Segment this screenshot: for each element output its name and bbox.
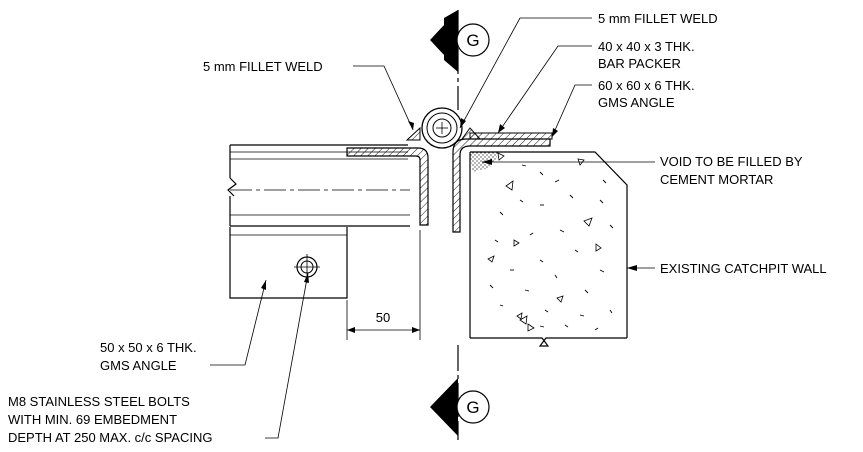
label-void-1: VOID TO BE FILLED BY [660,154,803,169]
section-marker-bottom-label: G [466,398,479,417]
label-bar-packer-1: 40 x 40 x 3 THK. [598,39,695,54]
dimension-50: 50 [346,230,421,340]
bar-packer [469,132,553,140]
label-bolts-1: M8 STAINLESS STEEL BOLTS [8,394,190,409]
angle-left [346,126,429,226]
label-bolts-3: DEPTH AT 250 MAX. c/c SPACING [8,430,212,445]
section-marker-top-label: G [466,31,479,50]
section-marker-bottom: G [430,345,490,440]
label-gms-angle-top-2: GMS ANGLE [598,95,675,110]
dimension-value: 50 [376,310,390,325]
label-catchpit-wall: EXISTING CATCHPIT WALL [660,261,827,276]
label-bar-packer-2: BAR PACKER [598,56,681,71]
angle-right [452,127,551,233]
label-bolts-2: WITH MIN. 69 EMBEDMENT [8,412,177,427]
annotations: 5 mm FILLET WELD 5 mm FILLET WELD 40 x 4… [8,11,827,445]
section-marker-top: G [430,10,490,110]
label-gms-angle-top-1: 60 x 60 x 6 THK. [598,78,695,93]
catchpit-wall [469,151,628,347]
pipe-section [421,107,463,149]
label-gms-angle-bottom-1: 50 x 50 x 6 THK. [100,340,197,355]
label-void-2: CEMENT MORTAR [660,172,773,187]
angle-bottom [229,227,348,299]
label-fillet-weld-right: 5 mm FILLET WELD [598,11,718,26]
label-fillet-weld-left: 5 mm FILLET WELD [203,59,323,74]
leaders [210,17,655,439]
grating-beam [227,144,410,227]
label-gms-angle-bottom-2: GMS ANGLE [100,358,177,373]
